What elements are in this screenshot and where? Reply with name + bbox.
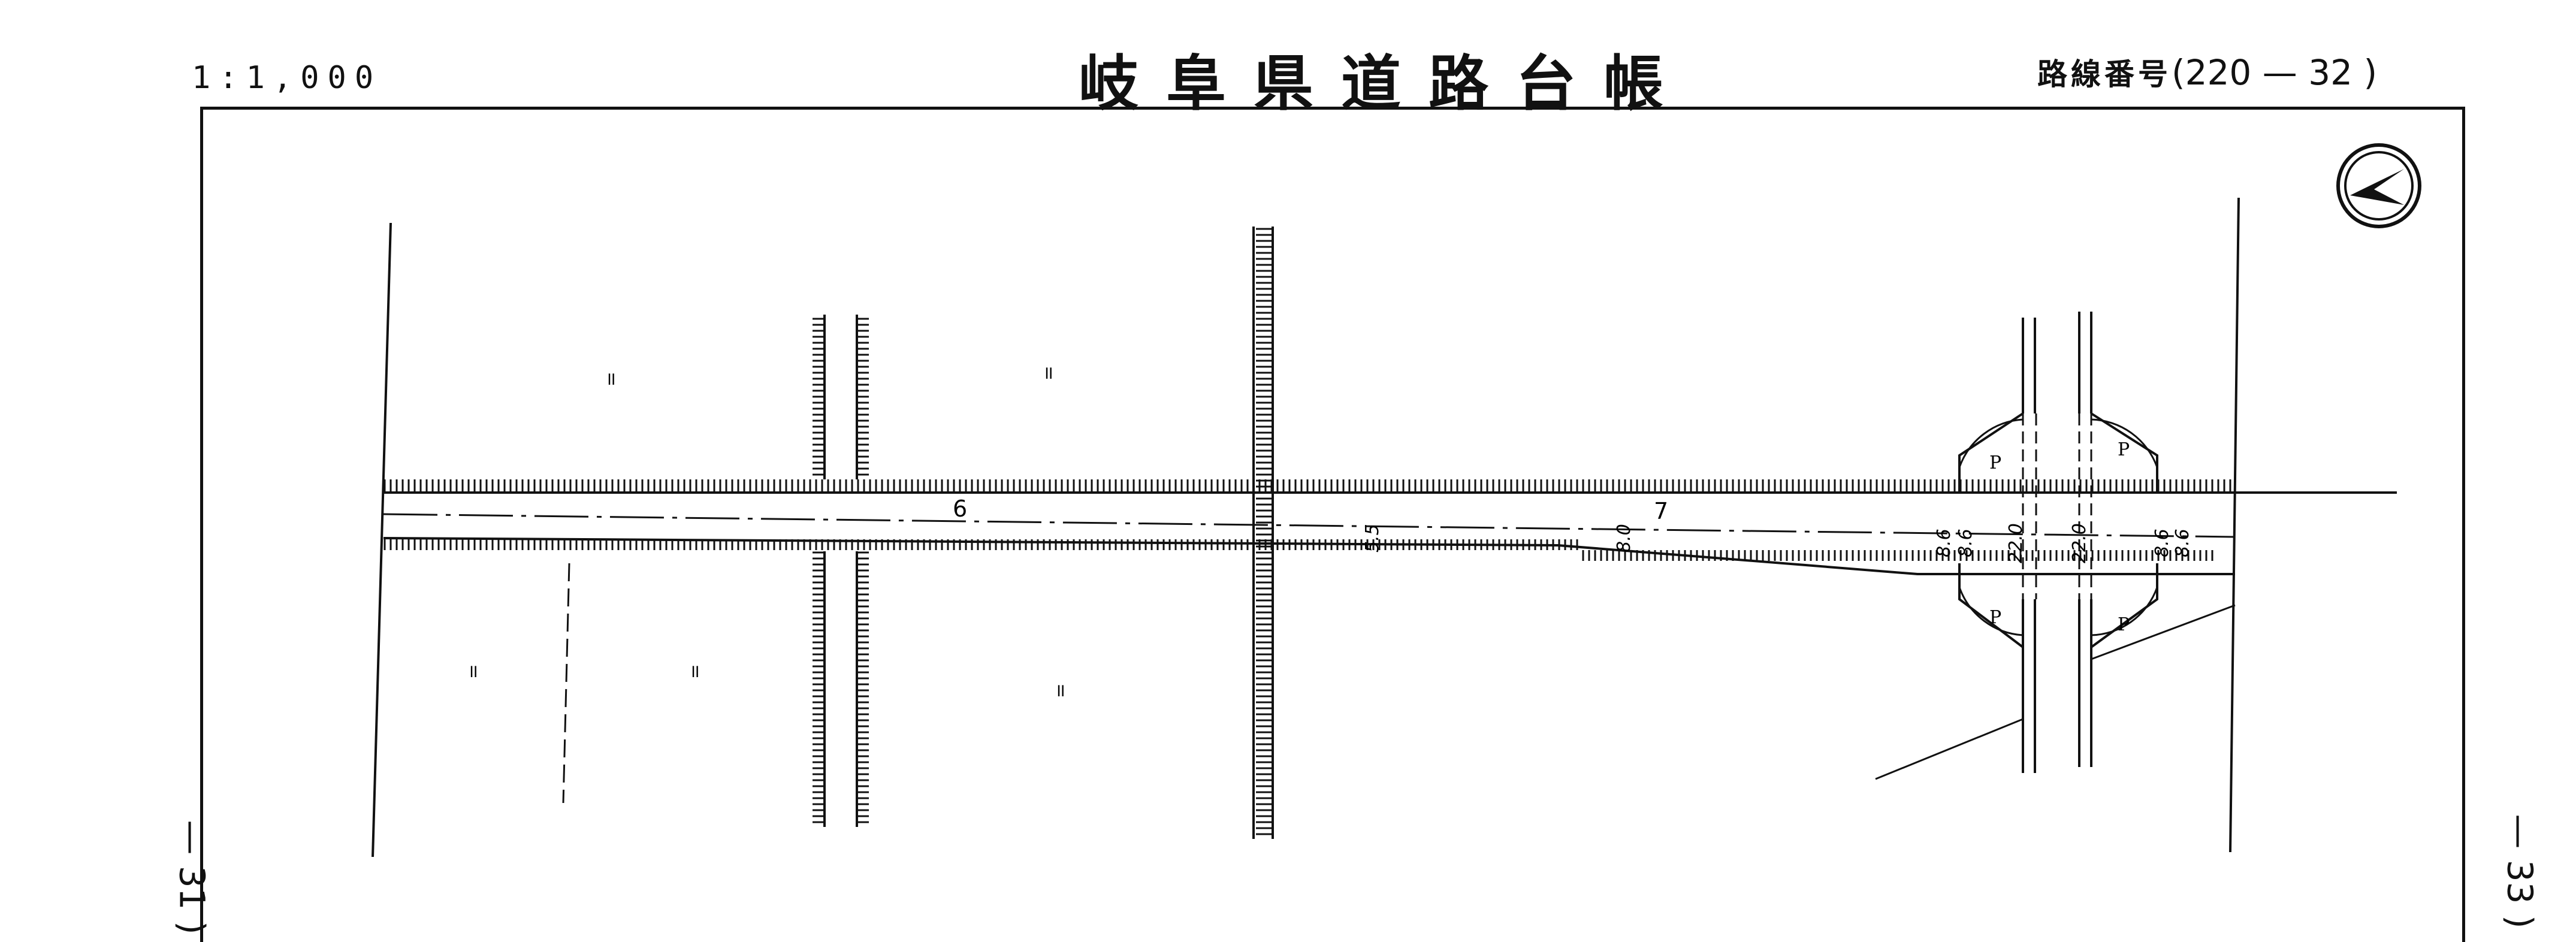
width-label: 5.5 (1362, 524, 1383, 552)
width-label: 8.6 (1955, 529, 1976, 557)
width-label: 22.0 (2069, 523, 2090, 563)
right-boundary-line (2229, 197, 2240, 853)
dashed-boundary (562, 563, 570, 804)
lot-mark: ॥ (689, 661, 700, 682)
route-number: 路線番号(220 — 32 ) (2037, 50, 2377, 93)
intersection-right (1875, 312, 2236, 780)
width-label: 8.6 (2152, 529, 2173, 557)
parking-mark: P (1989, 452, 2001, 473)
width-label: 8.6 (2172, 529, 2193, 557)
side-road-left (813, 315, 869, 827)
width-label: 8.0 (1614, 524, 1635, 552)
lot-mark: ॥ (1043, 363, 1053, 384)
lot-mark: ॥ (605, 369, 616, 390)
width-label: 8.6 (1934, 529, 1955, 557)
lot-mark: ॥ (467, 661, 478, 682)
station-label: 6 (953, 496, 967, 522)
map-scale: 1:1,000 (192, 60, 382, 96)
width-label: 22.0 (2006, 523, 2027, 563)
parking-mark: P (2118, 614, 2130, 635)
left-boundary-line (372, 222, 392, 858)
north-arrow-icon (2336, 143, 2421, 228)
lot-mark: ॥ (1055, 680, 1065, 701)
side-road-middle (1252, 227, 1274, 839)
parking-mark: P (2118, 439, 2130, 460)
route-number-label: 路線番号 (2037, 57, 2172, 92)
map-frame (200, 107, 2465, 942)
route-number-value: (220 — 32 ) (2172, 52, 2378, 93)
road-centerline (383, 513, 2236, 538)
main-road-upper-edge (383, 479, 2397, 494)
main-road-lower-edge (383, 537, 2235, 575)
parking-mark: P (1989, 607, 2001, 628)
station-label: 7 (1654, 498, 1668, 524)
